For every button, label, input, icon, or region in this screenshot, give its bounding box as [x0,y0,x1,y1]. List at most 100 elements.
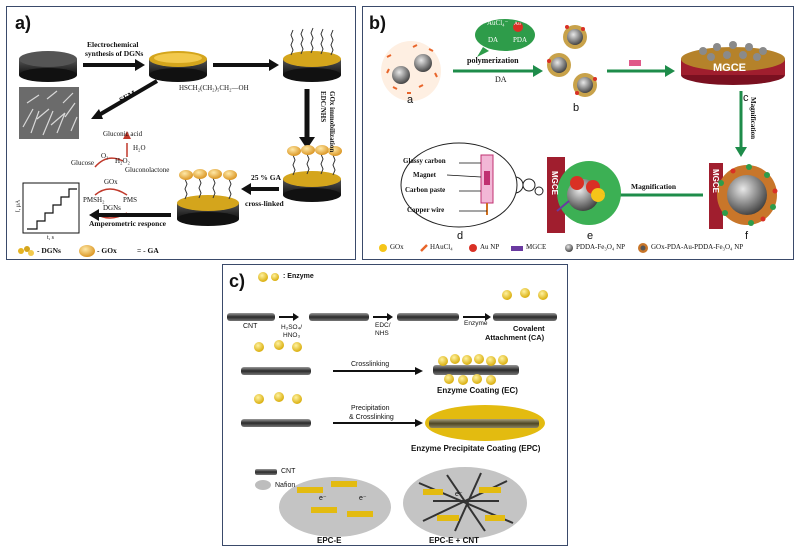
panel-c: c) [222,264,568,546]
ga-percent: 25 % GA [251,173,281,182]
da-label: DA [495,75,507,84]
legend-haucl4: HAuCl₄ [430,243,453,251]
magnification-vertical: Magnification [749,97,757,139]
panel-c-label: c) [229,271,246,291]
attachment-label: Attachment (CA) [485,333,545,342]
electrode-schematic-d [446,154,494,215]
precipitation-label: Precipitation [351,405,390,412]
precip-crosslinking-label: & Crosslinking [349,414,394,421]
sublabel-c: c [743,92,749,104]
cnt-label: CNT [243,323,258,330]
au-label: Au [514,21,521,27]
step-synthesis-dgns: synthesis of DGNs [85,49,144,58]
reaction-cloud [475,19,535,57]
gluconic-acid: Gluconic acid [103,130,143,138]
sublabel-d: d [457,230,464,242]
panel-c-figure [227,272,557,539]
peroxide-label: H₂O₂ [115,157,130,165]
glassy-carbon-label: Glassy carbon [403,157,446,165]
panel-a-legend [18,245,95,257]
mgce-label-f: MGCE [711,169,720,193]
polymerization-label: polymerization [467,56,519,65]
copper-wire-label: Copper wire [407,206,445,214]
edc-nhs-label: EDC/NHS [319,91,327,123]
epc-label: Enzyme Precipitate Coating (EPC) [411,444,541,453]
thiol-formula: HSCH₂(CH₂)₅CH₂—OH [179,84,249,92]
panel-b-label: b) [369,13,386,33]
enzyme-coating-label: Enzyme Coating (EC) [437,386,518,395]
legend-nafion: Nafion [275,482,296,489]
pms-label: PMS [123,196,138,204]
pmsh2-label: PMSH₂ [83,196,105,204]
legend-pdda-fe3o4: PDDA-Fe₃O₄ NP [576,243,626,251]
pda-in-cloud: PDA [513,36,528,44]
plot-xlabel: t, s [47,235,55,241]
electron-label-3: e⁻ [455,491,463,498]
epce-ellipse [279,477,391,537]
panel-b-figure [379,19,785,253]
mgce-label-c: MGCE [713,62,746,74]
aucl4-label: AuCl₄⁻ [487,19,509,27]
panel-b: b) [362,6,794,260]
covalent-label: Covalent [513,324,545,333]
plot-ylabel: I, μA [15,199,22,213]
water-label: H₂O [133,144,146,152]
legend-ga: = - GA [137,246,159,255]
sublabel-f: f [745,230,749,242]
electrode-particle-f [709,163,778,229]
sublabel-b: b [573,102,580,114]
legend-gox: - GOx [97,246,117,255]
carbon-paste-label: Carbon paste [405,186,446,194]
da-in-cloud: DA [488,36,499,44]
enzyme-step-label: Enzyme [464,320,488,327]
legend-gox-b: GOx [390,243,404,251]
edc-label: EDC/ [375,322,391,329]
panel-a-figure [18,27,342,257]
electron-label-1: e⁻ [319,495,327,502]
legend-mgce: MGCE [526,243,547,251]
amperometric-label: Amperometric responce [89,219,166,228]
cnt-row-2 [241,340,519,385]
electron-label-2: e⁻ [359,495,367,502]
legend-cnt: CNT [281,468,296,475]
oxygen-label: O₂ [101,152,109,160]
nanoparticle-cluster-a [381,41,441,101]
panel-a-label: a) [15,13,32,33]
electrode-disk-sam [283,27,341,82]
acid-label-1: H₂SO₄/ [281,324,303,331]
legend-dgns: - DGNs [37,246,61,255]
thought-bubbles [400,142,544,228]
coated-particles-b [547,25,597,97]
electrode-disk-gox [283,145,342,202]
mgce-label-e: MGCE [550,171,559,195]
panel-a: a) [6,6,356,260]
magnification-horizontal: Magnification [631,182,676,191]
epce-label: EPC-E [317,536,342,545]
nhs-label: NHS [375,330,389,337]
cross-linked-label: cross-linked [245,199,284,208]
panel-b-legend [379,243,648,253]
legend-au-np: Au NP [480,243,500,251]
magnet-label: Magnet [413,171,436,179]
step-electrochemical: Electrochemical [87,40,139,49]
electrode-disk-dgn [149,51,207,82]
gluconolactone-label: Gluconolactone [125,166,170,174]
mgce-electrode-c [681,41,785,85]
acid-label-2: HNO₃ [283,332,301,339]
sublabel-a: a [407,94,414,106]
epce-cnt-label: EPC-E + CNT [429,536,480,545]
cnt-row-3 [241,392,545,441]
sem-image [19,87,79,139]
legend-gox-pda-au: GOx-PDA-Au-PDDA-Fe₃O₄ NP [651,243,744,251]
gox-immobilization-label: GOx immobilization [328,91,336,153]
glucose-label: Glucose [71,159,94,167]
epce-cnt-ellipse [403,467,527,539]
electrode-disk-crosslinked [177,169,239,226]
sublabel-e: e [587,230,594,242]
dgns-label: DGNs [103,204,121,212]
electrode-disk-plain [19,51,77,82]
cnt-row-1 [227,288,557,321]
enzyme-legend: : Enzyme [283,273,314,280]
crosslinking-label: Crosslinking [351,361,390,368]
goxs-label: GOx [104,178,118,186]
